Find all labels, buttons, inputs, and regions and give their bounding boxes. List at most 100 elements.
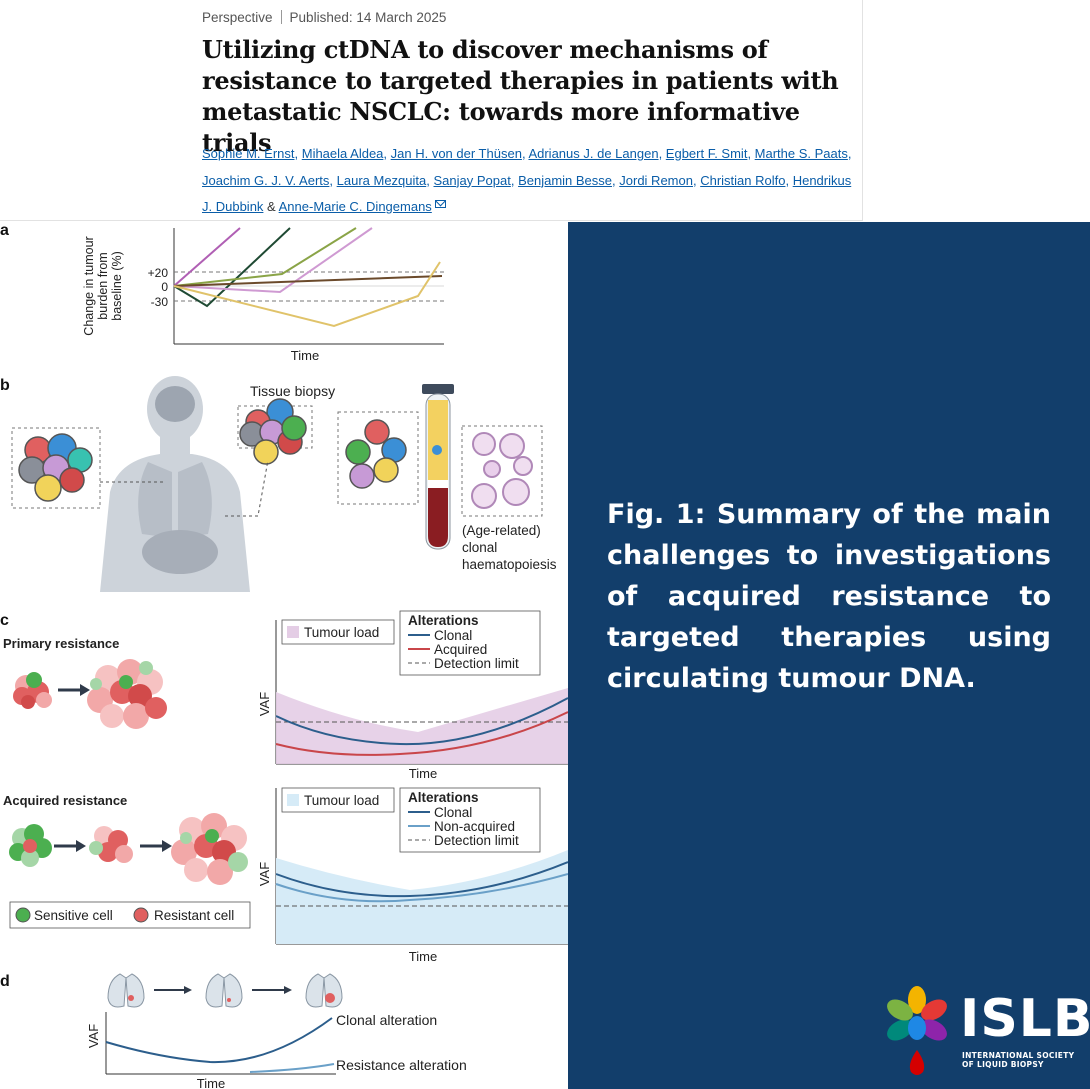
- panel-a-letter: a: [0, 222, 9, 239]
- author-link[interactable]: Mihaela Aldea: [301, 146, 384, 161]
- trend-line: [173, 227, 357, 287]
- trend-line: [173, 261, 441, 328]
- islb-logo-wordmark: ISLB: [960, 989, 1090, 1049]
- arrow-icon: [54, 840, 86, 852]
- trend-line: [173, 227, 373, 294]
- author-link[interactable]: Marthe S. Paats: [754, 146, 848, 161]
- sensitive-cell-swatch: [15, 907, 31, 923]
- clonal-line: [275, 861, 568, 898]
- arrow-icon: [58, 684, 90, 696]
- panel-d-xlabel: Time: [197, 1076, 225, 1089]
- panel-c-letter: c: [0, 612, 9, 629]
- lung-icon: [205, 973, 243, 1008]
- figure-panels: a Change in tumour burden from baseline …: [0, 222, 568, 1089]
- author-link[interactable]: Laura Mezquita: [336, 172, 427, 188]
- primary-xlabel: Time: [409, 766, 437, 781]
- caption-panel: [568, 222, 1090, 1089]
- panel-b: b Tissue biopsy: [0, 376, 557, 592]
- trend-line: [173, 275, 443, 287]
- author-link[interactable]: Jordi Remon: [619, 172, 693, 188]
- tumour-load-legend: [281, 619, 395, 645]
- non-acquired-line: [275, 873, 568, 903]
- acquired-cluster-large: [171, 813, 248, 885]
- panel-a: a Change in tumour burden from baseline …: [0, 222, 444, 363]
- tumour-load-legend: [281, 787, 395, 813]
- panel-a-ylabel: Change in tumour burden from baseline (%…: [82, 236, 124, 335]
- author-link[interactable]: Egbert F. Smit: [665, 146, 748, 161]
- author-link[interactable]: Benjamin Besse: [518, 172, 613, 188]
- panel-d-letter: d: [0, 973, 10, 990]
- panel-a-ylabel-line: burden from: [96, 252, 110, 319]
- tumour-box: [11, 427, 101, 509]
- chip-label-line: (Age-related): [462, 523, 541, 538]
- alterations-legend: [399, 610, 541, 676]
- author-link[interactable]: Sophie M. Ernst: [202, 146, 295, 161]
- primary-resistance-heading: Primary resistance: [3, 636, 119, 651]
- connector-line: [225, 459, 269, 517]
- author-link[interactable]: Adrianus J. de Langen: [528, 146, 659, 161]
- chip-cells: [471, 432, 533, 509]
- cell-legend: [9, 901, 251, 929]
- islb-logo-icon: [887, 986, 947, 1075]
- chip-box: [461, 425, 543, 517]
- author-link[interactable]: Joachim G. J. V. Aerts: [202, 172, 330, 188]
- author-list: Sophie M. Ernst, Mihaela Aldea, Jan H. v…: [202, 146, 852, 215]
- biopsy-cluster: [239, 398, 307, 465]
- article-meta: Perspective Published: 14 March 2025: [202, 10, 446, 25]
- tissue-biopsy-label: Tissue biopsy: [250, 383, 335, 399]
- ctdna-box: [337, 411, 419, 505]
- author-link[interactable]: Sanjay Popat: [433, 172, 511, 188]
- figure-caption: Fig. 1: Summary of the main challenges t…: [607, 499, 1051, 694]
- legend-item: Detection limit: [434, 656, 519, 671]
- panel-b-letter: b: [0, 377, 10, 394]
- clonal-line: [275, 697, 568, 746]
- logo-subtitle-line: OF LIQUID BIOPSY: [962, 1060, 1044, 1069]
- logo-subtitle-line: INTERNATIONAL SOCIETY: [962, 1051, 1075, 1060]
- legend-item: Non-acquired: [434, 819, 515, 834]
- tick-label: -30: [151, 295, 169, 309]
- acquired-cluster-small: [9, 824, 52, 867]
- tumour-cluster: [18, 433, 93, 502]
- tumour-load-label: Tumour load: [304, 793, 379, 808]
- acquired-cluster-mid: [89, 826, 133, 863]
- meta-divider: [280, 10, 282, 24]
- author-link[interactable]: Hendrikus J. Dubbink: [202, 172, 852, 215]
- body-silhouette: [100, 376, 250, 592]
- tick-label: +20: [148, 266, 169, 280]
- legend-item: Acquired: [434, 642, 487, 657]
- resistance-alteration-label: Resistance alteration: [336, 1057, 467, 1073]
- mail-icon[interactable]: [434, 200, 446, 208]
- acquired-resistance-heading: Acquired resistance: [3, 793, 127, 808]
- article-type: Perspective: [202, 10, 273, 25]
- resistant-cell-label: Resistant cell: [154, 908, 234, 923]
- lung-icon: [305, 973, 343, 1008]
- tumour-load-swatch: [287, 626, 299, 638]
- blood-tube-icon: [422, 384, 454, 550]
- legend-item: Detection limit: [434, 833, 519, 848]
- author-link[interactable]: Christian Rolfo: [700, 172, 786, 188]
- lung-icon: [107, 973, 145, 1008]
- legend-item: Clonal: [434, 628, 472, 643]
- author-link[interactable]: Anne-Marie C. Dingemans: [278, 199, 432, 214]
- chip-label-line: clonal: [462, 540, 497, 555]
- publish-date: Published: 14 March 2025: [289, 10, 447, 25]
- alterations-legend: [399, 787, 541, 853]
- legend-item: Clonal: [434, 805, 472, 820]
- arrow-icon: [140, 840, 172, 852]
- sensitive-cell-label: Sensitive cell: [34, 908, 113, 923]
- trend-line: [173, 227, 291, 308]
- primary-cluster-small: [13, 672, 52, 709]
- resistant-cell-swatch: [133, 907, 149, 923]
- panel-d-ylabel: VAF: [86, 1024, 101, 1048]
- ctdna-cluster: [345, 419, 407, 489]
- tick-label: 0: [161, 280, 168, 294]
- author-link[interactable]: Jan H. von der Thüsen: [390, 146, 522, 161]
- panel-c: c Primary resistance VAF Time: [0, 610, 568, 964]
- primary-ylabel: VAF: [257, 692, 272, 716]
- tumour-load-label: Tumour load: [304, 625, 379, 640]
- clonal-alteration-label: Clonal alteration: [336, 1012, 437, 1028]
- panel-a-ylabel-line: Change in tumour: [82, 236, 96, 335]
- acquired-line: [275, 711, 568, 756]
- tumour-load-area: [276, 688, 568, 764]
